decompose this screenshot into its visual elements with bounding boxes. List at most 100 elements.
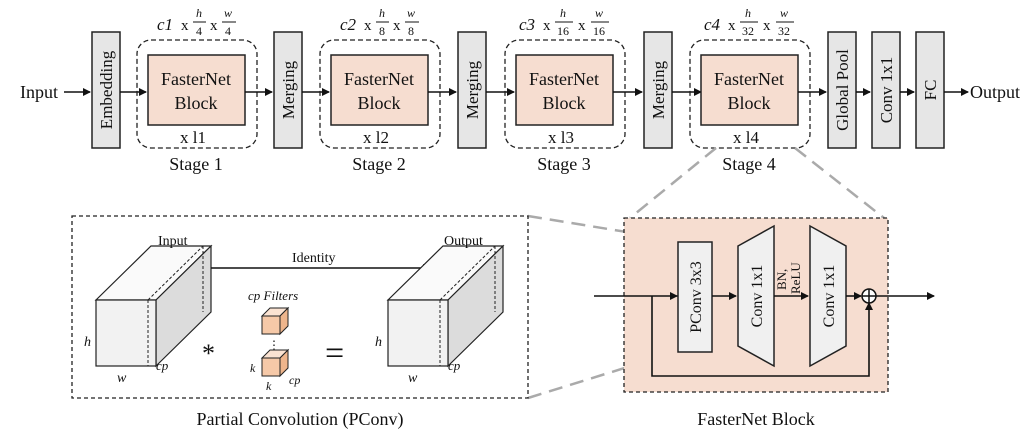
stage-1-w: w: [224, 6, 232, 20]
stage-1-w-den: 4: [225, 24, 231, 38]
input-cp-label: cp: [156, 358, 169, 373]
bn-label: BN,: [774, 269, 789, 290]
stage-1-h-den: 4: [196, 24, 202, 38]
stage-3-name: Stage 3: [537, 154, 591, 174]
stage-2-repeat: x l2: [363, 128, 389, 147]
stage-4-h-den: 32: [742, 24, 754, 38]
block-label-line1: FasterNet: [344, 69, 414, 89]
stage-4-name: Stage 4: [722, 154, 776, 174]
merging-label: Merging: [649, 60, 668, 119]
stage-3-fasternet-block: [515, 54, 614, 126]
embedding-box: [91, 31, 121, 149]
pipeline-input-label: Input: [20, 82, 58, 102]
output-tensor-cube: [386, 244, 505, 368]
fc-label: FC: [921, 80, 940, 101]
stage-1-name: Stage 1: [169, 154, 223, 174]
filter-k-bottom-label: k: [266, 379, 272, 393]
convolution-star: *: [202, 339, 215, 368]
stage-3-w-den: 16: [593, 24, 605, 38]
output-w-label: w: [408, 371, 418, 386]
stage-4: c4 x h 32 x w 32 FasterNet Block x l4 St…: [689, 6, 811, 174]
stage-2-fasternet-block: [330, 54, 429, 126]
times-symbol: x: [763, 18, 771, 34]
times-symbol: x: [578, 18, 586, 34]
block-label-line2: Block: [543, 93, 586, 113]
residual-arrowhead: [865, 302, 873, 310]
zoom-line-right: [794, 147, 885, 219]
block-label-line1: FasterNet: [161, 69, 231, 89]
filter-ellipsis: ⋮: [268, 338, 280, 352]
conv1x1-reduce-trapezoid: [809, 224, 847, 368]
conv1x1-box: [871, 31, 901, 149]
pconv-input-label: Input: [158, 234, 188, 249]
stage-3-h-den: 16: [557, 24, 569, 38]
stage-4-w-den: 32: [778, 24, 790, 38]
times-symbol: x: [210, 18, 218, 34]
stage-2-w: w: [407, 6, 415, 20]
block-label-line1: FasterNet: [529, 69, 599, 89]
stage-3-repeat: x l3: [548, 128, 574, 147]
zoom-line-left: [629, 147, 717, 219]
stage-1-channels: c1: [157, 15, 173, 34]
stage-2-name: Stage 2: [352, 154, 406, 174]
merging-box-3: [643, 31, 673, 149]
block-caption: FasterNet Block: [697, 409, 814, 429]
input-h-label: h: [84, 335, 91, 350]
output-cube-partial-line-top: [439, 245, 496, 301]
stage-2: c2 x h 8 x w 8 FasterNet Block x l2 Stag…: [319, 6, 441, 174]
pconv3x3-box: [677, 241, 713, 353]
input-tensor-cube: [94, 244, 213, 368]
block-label-line2: Block: [728, 93, 771, 113]
stage-1-fasternet-block: [147, 54, 246, 126]
stage-3-h: h: [560, 6, 566, 20]
global-pool-box: [827, 31, 857, 149]
output-cp-label: cp: [448, 358, 461, 373]
times-symbol: x: [364, 18, 372, 34]
output-cube-front: [387, 299, 449, 367]
stage-3-w: w: [595, 6, 603, 20]
stage-2-dashed-frame: [319, 39, 441, 149]
merging-box-2: [457, 31, 487, 149]
pipeline-output-label: Output: [970, 82, 1020, 102]
times-symbol: x: [181, 18, 189, 34]
stage-3: c3 x h 16 x w 16 FasterNet Block x l3 St…: [504, 6, 626, 174]
filter-cp-label: cp: [289, 373, 300, 387]
block-label-line2: Block: [358, 93, 401, 113]
stage-1-h: h: [196, 6, 202, 20]
filter-cube-bottom: [260, 348, 290, 378]
embedding-label: Embedding: [97, 50, 116, 129]
times-symbol: x: [543, 18, 551, 34]
stage-4-h: h: [745, 6, 751, 20]
pconv-output-label: Output: [444, 234, 483, 249]
stage-4-channels: c4: [704, 15, 721, 34]
stage-2-w-den: 8: [408, 24, 414, 38]
equals-symbol: =: [325, 335, 344, 372]
conv1x1-label: Conv 1x1: [877, 57, 896, 124]
filter-k-side-label: k: [250, 361, 256, 375]
times-symbol: x: [393, 18, 401, 34]
conv1x1-reduce-label: Conv 1x1: [821, 265, 838, 328]
stage-2-h-den: 8: [379, 24, 385, 38]
stage-4-repeat: x l4: [733, 128, 759, 147]
stage-4-dashed-frame: [689, 39, 811, 149]
identity-label: Identity: [292, 251, 336, 266]
stage-2-channels: c2: [340, 15, 357, 34]
times-symbol: x: [728, 18, 736, 34]
merging-box-1: [273, 31, 303, 149]
global-pool-label: Global Pool: [833, 49, 852, 131]
block-label-line2: Block: [175, 93, 218, 113]
filter-cube-top: [260, 306, 290, 336]
residual-connection-line: [651, 296, 870, 377]
filters-label: cp Filters: [248, 288, 298, 303]
conv1x1-expand-trapezoid: [737, 224, 775, 368]
merging-label: Merging: [463, 60, 482, 119]
stage-2-h: h: [379, 6, 385, 20]
zoom-line-pconv-top: [527, 214, 677, 242]
input-cube-front: [95, 299, 157, 367]
pconv3x3-label: PConv 3x3: [688, 261, 705, 333]
input-cube-partial-line-top: [147, 245, 204, 301]
relu-label: ReLU: [788, 262, 803, 294]
stage-1: c1 x h 4 x w 4 FasterNet Block x l1 Stag…: [136, 6, 258, 174]
stage-4-w: w: [780, 6, 788, 20]
